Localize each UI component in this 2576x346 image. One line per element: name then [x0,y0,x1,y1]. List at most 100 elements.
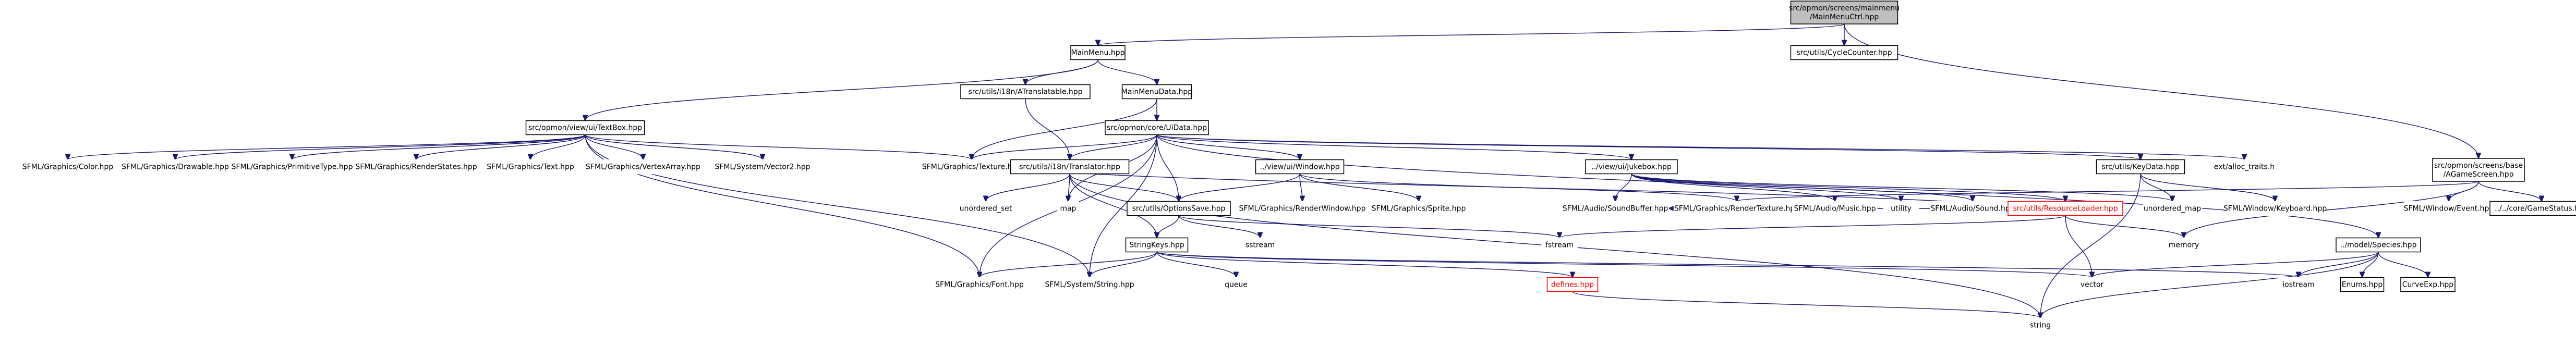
node-box [2096,159,2185,175]
node-label: src/opmon/screens/base [2434,162,2523,170]
node-label: ../../core/GameStatus.hpp [2495,205,2576,213]
node-label: SFML/Window/Event.hpp [2404,205,2494,213]
node-box [2340,277,2385,292]
edge-textbox-to-drawable [175,134,586,160]
node-label: src/utils/OptionsSave.hpp [1132,205,1226,213]
edge-stringkeys-to-iostream [1156,251,2299,278]
node-box [1585,159,1678,175]
node-species[interactable]: ../model/Species.hpp [2336,237,2421,253]
node-box [1790,1,1898,24]
edge-translator-to-stringkeys [1069,174,1157,238]
node-i18ntranslatable[interactable]: src/utils/i18n/ATranslatable.hpp [960,84,1091,100]
edge-jukebox-to-utility [1631,173,1901,202]
node-stringkeys[interactable]: StringKeys.hpp [1125,237,1189,253]
edge-window-to-renderwindow [1299,174,1302,202]
node-curveexp[interactable]: CurveExp.hpp [2400,277,2456,292]
node-vertexarray: SFML/Graphics/VertexArray.hpp [583,159,703,175]
node-gamestatus[interactable]: ../../core/GameStatus.hpp [2489,201,2576,216]
node-box [2400,277,2456,292]
node-label: SFML/Audio/Music.hpp [1794,205,1876,213]
node-mainmenu[interactable]: MainMenu.hpp [1070,45,1126,60]
node-label: MainMenuData.hpp [1121,88,1192,96]
node-label: ../model/Species.hpp [2340,241,2417,250]
node-label: SFML/System/Vector2.hpp [715,163,810,171]
node-label: Enums.hpp [2342,281,2383,289]
node-optionssave[interactable]: src/utils/OptionsSave.hpp [1127,201,1231,216]
node-label: SFML/Audio/SoundBuffer.hpp [1563,205,1668,213]
edge-species-to-vector [2092,251,2379,278]
node-box [2007,201,2123,216]
node-box [1121,84,1192,100]
edge-agamescreen-to-rendertexture [1737,181,2479,202]
edge-mainmenu-to-i18ntranslatable [1025,59,1098,85]
edge-keydata-to-keyboard [2140,174,2275,202]
node-box [1546,277,1599,292]
node-keydata[interactable]: src/utils/KeyData.hpp [2096,159,2185,175]
edge-resourceloader-to-fstream [1559,215,2066,238]
node-label: SFML/Graphics/RenderTexture.hpp [1674,205,1799,213]
edge-jukebox-to-sound [1631,173,1973,202]
node-label: ../view/ui/Jukebox.hpp [1591,163,1672,171]
node-box [2143,201,2202,216]
node-agamescreen[interactable]: src/opmon/screens/base/AGameScreen.hpp [2432,158,2525,182]
node-box [1125,237,1189,253]
node-event: SFML/Window/Event.hpp [2404,201,2494,216]
node-queue: queue [1222,277,1251,292]
node-window[interactable]: ../view/ui/Window.hpp [1255,159,1345,175]
edge-resourceloader-to-memory [2065,215,2184,238]
node-box [2024,317,2057,333]
node-vector2: SFML/System/Vector2.hpp [714,159,811,175]
node-box [1127,201,1231,216]
node-defines[interactable]: defines.hpp [1546,277,1599,292]
node-label: SFML/Graphics/RenderWindow.hpp [1239,205,1366,213]
node-label: ext/alloc_traits.h [2214,163,2275,171]
node-primitivetype: SFML/Graphics/PrimitiveType.hpp [228,159,356,175]
node-label: sstream [1245,241,1275,250]
node-translator[interactable]: src/utils/i18n/Translator.hpp [1010,159,1130,175]
edge-stringkeys-to-string_sfml [1090,252,1157,278]
node-label: SFML/Graphics/Font.hpp [935,281,1024,289]
node-root[interactable]: src/opmon/screens/mainmenu/MainMenuCtrl.… [1789,1,1900,24]
node-uidata[interactable]: src/opmon/core/UiData.hpp [1105,120,1209,135]
node-label: MainMenu.hpp [1071,49,1125,57]
node-cyclecounter[interactable]: src/utils/CycleCounter.hpp [1790,45,1898,60]
edge-textbox-to-vector2 [585,134,763,160]
node-music: SFML/Audio/Music.hpp [1792,201,1878,216]
edge-translator-to-optionssave [1069,174,1179,202]
node-label: /MainMenuCtrl.hpp [1810,13,1879,21]
node-label: map [1060,205,1076,213]
edge-uidata-to-texture [972,134,1157,160]
edge-agamescreen-to-memory [2184,181,2479,238]
edge-species-to-string [2040,252,2379,318]
node-mainmenudata[interactable]: MainMenuData.hpp [1121,84,1192,100]
node-box [2167,237,2200,253]
node-label: SFML/Window/Keyboard.hpp [2223,205,2327,213]
node-resourceloader[interactable]: src/utils/ResourceLoader.hpp [2007,201,2123,216]
edge-uidata-to-exttraits [1156,134,2244,160]
node-keyboard: SFML/Window/Keyboard.hpp [2223,201,2327,216]
node-map: map [1057,201,1079,216]
node-sound: SFML/Audio/Sound.hpp [1930,201,2015,216]
node-box [2336,237,2421,253]
edge-uidata-to-optionssave [1156,134,1179,202]
node-box [121,159,229,175]
node-box [1541,237,1578,253]
node-renderwindow: SFML/Graphics/RenderWindow.hpp [1239,201,1366,216]
node-box [1010,159,1130,175]
node-font: SFML/Graphics/Font.hpp [933,277,1026,292]
edge-uidata-to-string_sfml [1090,134,1157,278]
node-box [525,120,645,135]
node-textbox[interactable]: src/opmon/view/ui/TextBox.hpp [525,120,645,135]
edge-agamescreen-to-gamestatus [2478,181,2542,202]
node-box [1222,277,1251,292]
node-label: memory [2169,241,2199,250]
node-enums[interactable]: Enums.hpp [2340,277,2385,292]
node-box [2432,158,2525,182]
node-texture: SFML/Graphics/Texture.hpp [920,159,1024,175]
node-jukebox[interactable]: ../view/ui/Jukebox.hpp [1585,159,1678,175]
node-label: string [2030,322,2051,330]
edge-stringkeys-to-vector [1156,251,2092,278]
node-label: SFML/Graphics/Sprite.hpp [1372,205,1466,213]
node-label: fstream [1545,241,1574,250]
